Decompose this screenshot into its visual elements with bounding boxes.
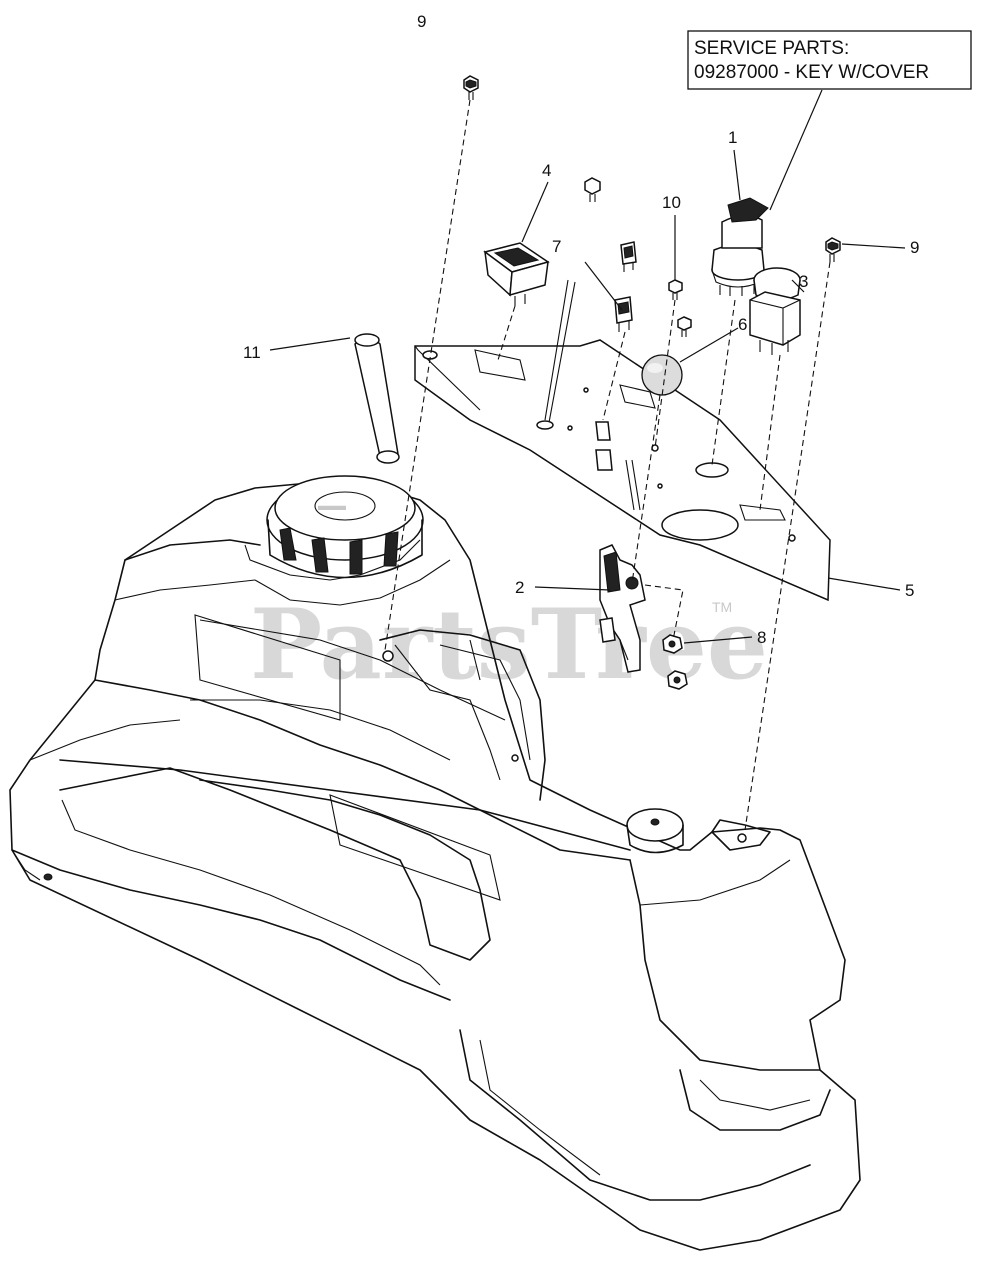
- callout-11: 11: [243, 343, 261, 362]
- callout-1: 1: [728, 128, 737, 147]
- bolt-9-left: [463, 75, 479, 100]
- interlock-switch: [614, 241, 637, 332]
- rocker-switch: [483, 242, 550, 306]
- callout-9-right: 9: [910, 238, 919, 257]
- dash-line-knob: [631, 394, 661, 584]
- leader-5: [827, 577, 901, 591]
- leader-2: [534, 586, 611, 591]
- callout-9-left: 9: [417, 12, 426, 31]
- callout-5: 5: [905, 581, 914, 600]
- callout-6: 6: [738, 315, 747, 334]
- dash-line-bolt-10: [654, 299, 676, 449]
- watermark-text: PartsTree: [250, 588, 768, 701]
- nut-lower: [667, 670, 688, 690]
- dash-line-bolt-9-right: [744, 261, 831, 831]
- leader-1: [733, 149, 741, 201]
- key-switch: [711, 197, 769, 296]
- dash-line-key-switch: [711, 299, 736, 466]
- callout-7: 7: [552, 237, 561, 256]
- throttle-knob: [641, 354, 683, 396]
- callout-3: 3: [799, 272, 808, 291]
- fuel-cap: ▬▬: [266, 475, 424, 579]
- bolt-10: [668, 279, 683, 300]
- callout-8: 8: [757, 628, 766, 647]
- callout-4: 4: [542, 161, 551, 180]
- svg-text:▬▬: ▬▬: [318, 497, 346, 513]
- service-parts-key-cover: 09287000 - KEY W/COVER: [694, 62, 929, 83]
- leader-6: [679, 327, 739, 363]
- pto-switch: [749, 267, 801, 355]
- dash-line-pto: [759, 354, 781, 511]
- leader-3: [791, 279, 805, 293]
- fuel-hose: [354, 333, 400, 464]
- bolt-9-right: [825, 237, 841, 262]
- dash-line-bolt-9-left: [384, 99, 471, 651]
- nut-8: [662, 634, 683, 654]
- fuel-gauge-cap: [626, 808, 684, 854]
- callout-10: 10: [662, 193, 681, 212]
- callout-2: 2: [515, 578, 524, 597]
- leader-7: [584, 261, 623, 311]
- watermark-trademark: TM: [712, 599, 732, 615]
- service-parts-title: SERVICE PARTS:: [694, 38, 849, 59]
- service-leader-line: [769, 89, 823, 211]
- service-parts-box: SERVICE PARTS: 09287000 - KEY W/COVER: [687, 30, 972, 90]
- screw-mid: [677, 316, 692, 337]
- screw-top: [584, 177, 601, 202]
- dash-panel: [414, 279, 831, 602]
- leader-8: [683, 636, 753, 644]
- leader-11: [269, 337, 351, 351]
- throttle-bracket: [599, 544, 646, 673]
- dash-line-switch: [602, 331, 626, 421]
- dash-line-nut: [644, 584, 684, 641]
- leader-4: [521, 181, 549, 243]
- leader-9-right: [841, 243, 906, 249]
